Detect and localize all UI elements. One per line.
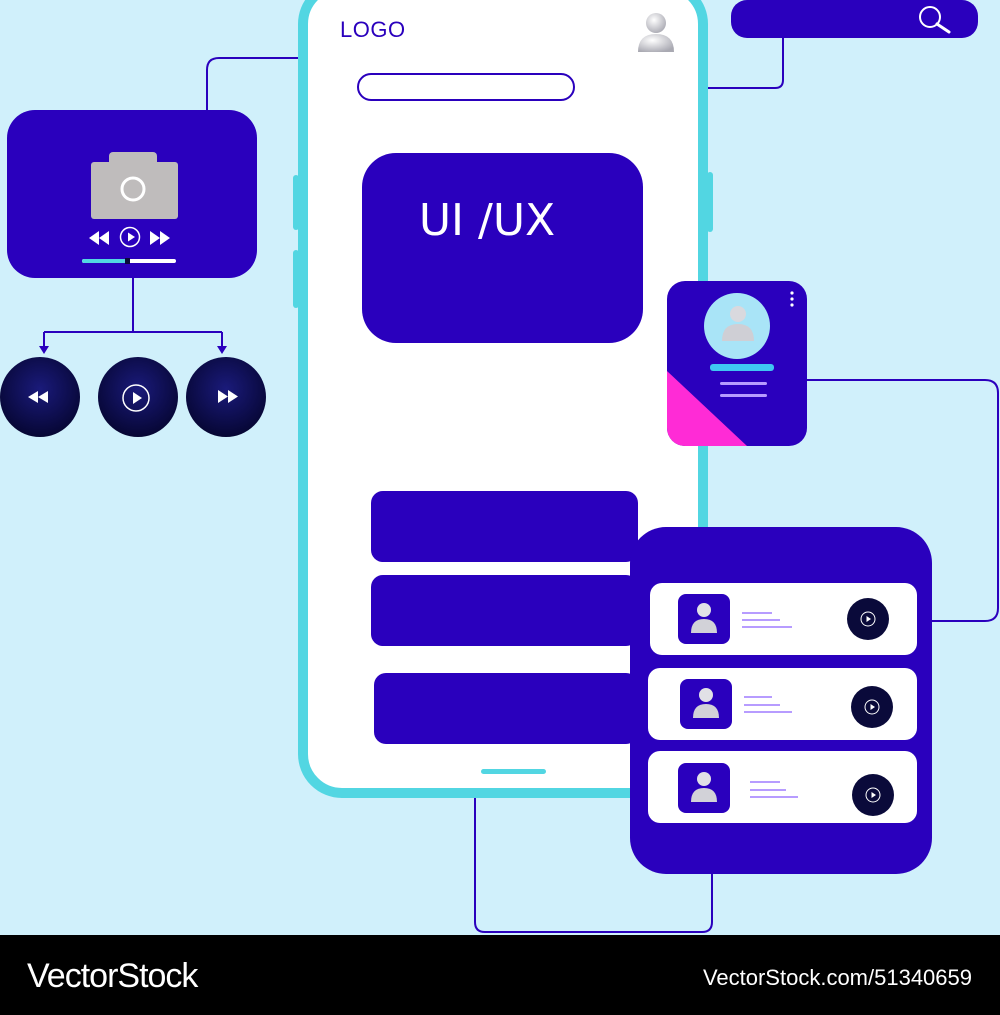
- user-icon[interactable]: [636, 10, 678, 56]
- list-item-line: [744, 696, 772, 698]
- rewind-icon: [28, 391, 48, 403]
- list-item[interactable]: [650, 583, 917, 655]
- user-icon: [691, 772, 717, 802]
- rewind-button[interactable]: [0, 357, 80, 437]
- search-bar[interactable]: [731, 0, 978, 38]
- content-block[interactable]: [371, 491, 638, 562]
- list-item-line: [750, 796, 798, 798]
- list-item-line: [750, 781, 780, 783]
- content-block[interactable]: [371, 575, 638, 646]
- play-button[interactable]: [98, 357, 178, 437]
- avatar: [678, 594, 730, 644]
- user-icon: [693, 688, 719, 718]
- progress-knob[interactable]: [125, 258, 130, 264]
- play-icon: [860, 611, 876, 627]
- play-icon: [864, 699, 880, 715]
- play-icon: [865, 787, 881, 803]
- rewind-icon[interactable]: [89, 231, 109, 245]
- avatar: [678, 763, 730, 813]
- camera-icon: [91, 152, 178, 219]
- play-button[interactable]: [851, 686, 893, 728]
- play-icon: [122, 384, 150, 412]
- progress-fill: [82, 259, 129, 263]
- play-button[interactable]: [847, 598, 889, 640]
- phone-side-button: [293, 175, 299, 230]
- hero-title: UI /UX: [418, 195, 556, 246]
- list-item-line: [742, 619, 780, 621]
- profile-name-bar: [710, 364, 774, 371]
- profile-card[interactable]: [667, 281, 807, 446]
- phone-side-button: [707, 172, 713, 232]
- content-block[interactable]: [374, 673, 638, 744]
- list-item-line: [750, 789, 786, 791]
- play-icon[interactable]: [119, 226, 141, 248]
- list-panel: [630, 527, 932, 874]
- list-item[interactable]: [648, 751, 917, 823]
- home-indicator: [481, 769, 546, 774]
- footer-brand: VectorStock: [27, 957, 198, 995]
- profile-text-line: [720, 394, 767, 397]
- phone-side-button: [293, 250, 299, 308]
- footer-bar: VectorStock VectorStock.com/51340659: [0, 935, 1000, 1015]
- footer-url: VectorStock.com/51340659: [702, 965, 972, 990]
- logo-text[interactable]: LOGO: [340, 17, 406, 42]
- avatar: [680, 679, 732, 729]
- list-item-line: [742, 612, 772, 614]
- user-icon: [691, 603, 717, 633]
- play-button[interactable]: [852, 774, 894, 816]
- url-field[interactable]: [357, 73, 575, 101]
- more-vertical-icon[interactable]: [789, 291, 795, 307]
- list-item-line: [744, 711, 792, 713]
- user-icon: [722, 306, 754, 341]
- list-item[interactable]: [648, 668, 917, 740]
- search-icon[interactable]: [915, 4, 953, 34]
- hero-card[interactable]: UI /UX: [362, 153, 643, 343]
- profile-text-line: [720, 382, 767, 385]
- fast-forward-icon[interactable]: [150, 231, 170, 245]
- fast-forward-button[interactable]: [186, 357, 266, 437]
- pink-corner: [667, 371, 747, 446]
- fast-forward-icon: [218, 390, 238, 403]
- list-item-line: [742, 626, 792, 628]
- avatar: [704, 293, 770, 359]
- list-item-line: [744, 704, 780, 706]
